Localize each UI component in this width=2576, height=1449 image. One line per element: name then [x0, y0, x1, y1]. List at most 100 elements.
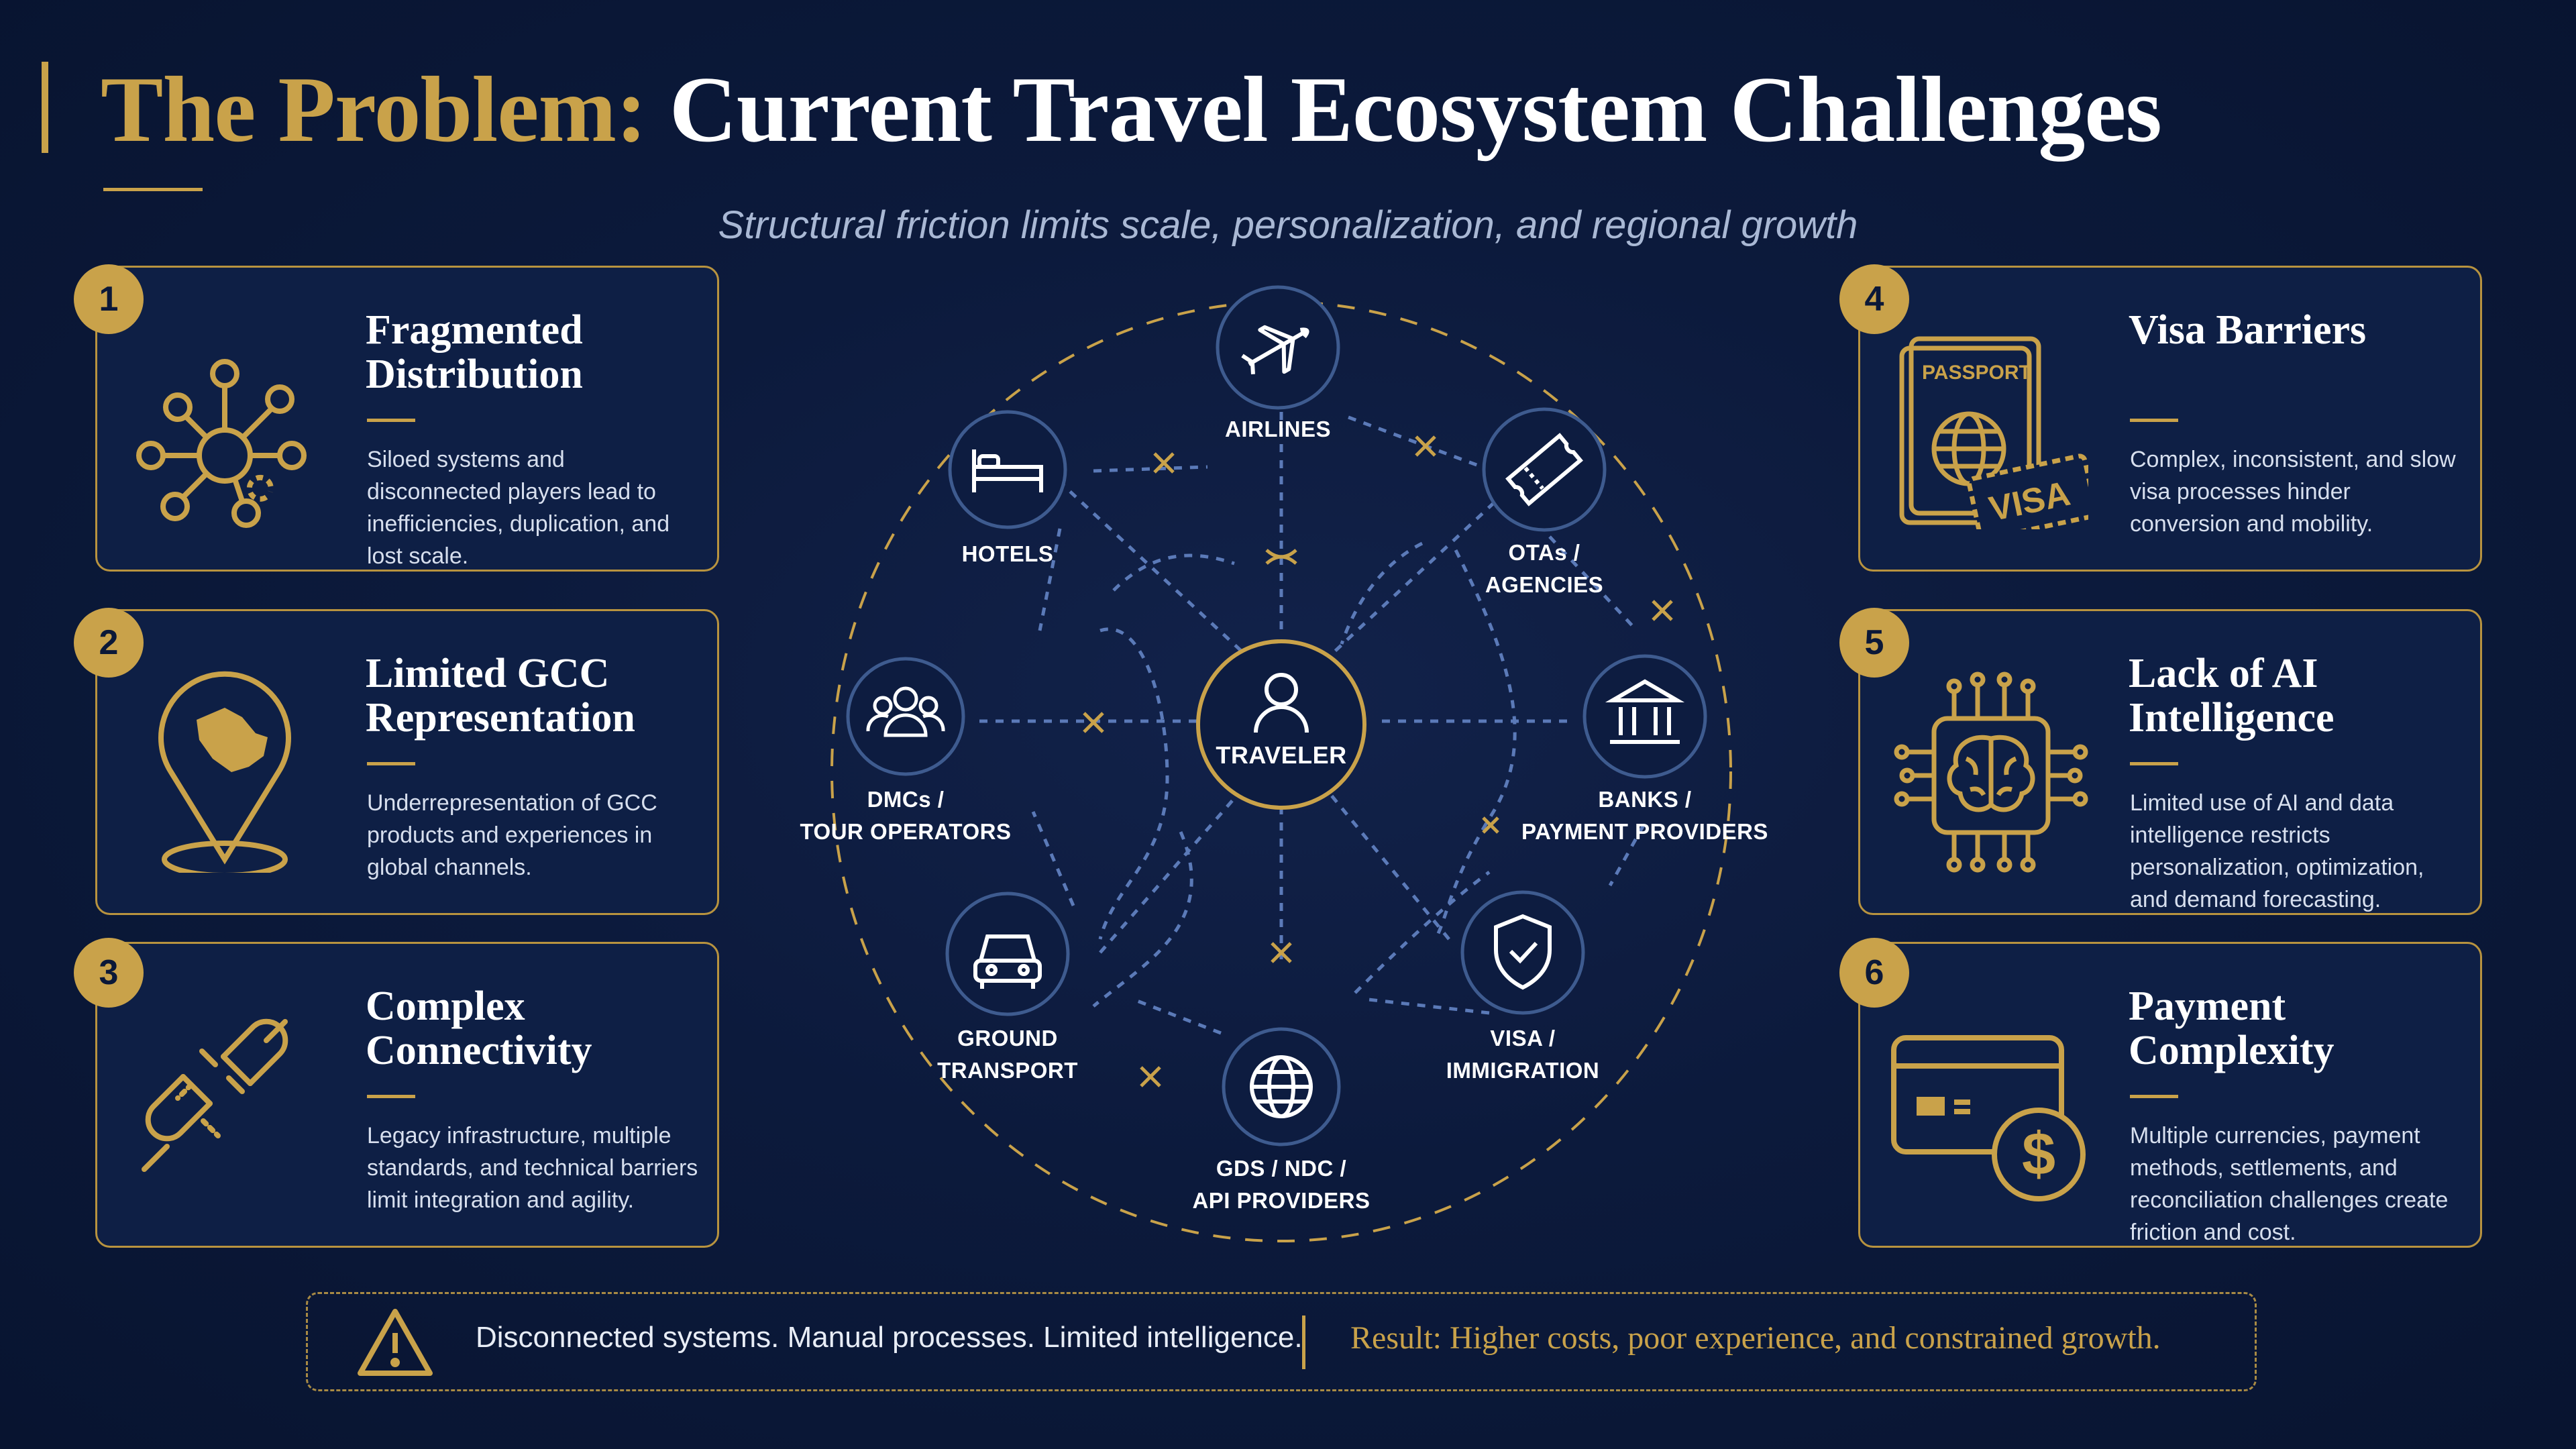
title-rule [367, 1095, 415, 1098]
globe-icon [1250, 1055, 1313, 1118]
challenge-card-1: Fragmented Distribution Siloed systems a… [95, 266, 719, 572]
node-dmcs [846, 657, 965, 776]
title-rule [2130, 1095, 2178, 1098]
connector-ground-dmcs [1031, 811, 1075, 906]
challenge-description: Siloed systems and disconnected players … [367, 447, 670, 569]
ticket-icon [1505, 433, 1583, 506]
challenge-description: Underrepresentation of GCC products and … [367, 790, 657, 880]
challenge-card-4: PASSPORT VISA Visa Barriers Complex, inc… [1858, 266, 2482, 572]
label-line: VISA / [1490, 1026, 1556, 1051]
break-mark [1265, 549, 1297, 565]
node-ground [945, 892, 1070, 1016]
shield-check-icon [1494, 914, 1552, 990]
node-label-gds: GDS / NDC /API PROVIDERS [1140, 1152, 1422, 1217]
challenge-title: Limited GCC Representation [366, 651, 635, 741]
challenge-badge-4: 4 [1839, 264, 1909, 334]
connector-visa-gds [1368, 998, 1490, 1015]
connector-mesh-upper-right [1340, 541, 1424, 645]
summary-banner: Disconnected systems. Manual processes. … [306, 1292, 2257, 1391]
summary-result-text: Result: Higher costs, poor experience, a… [1350, 1320, 2161, 1356]
node-airlines [1216, 285, 1340, 410]
connector-mesh-right [1434, 549, 1517, 941]
challenge-title: Fragmented Distribution [366, 307, 583, 397]
bank-icon [1605, 679, 1685, 744]
page-subtitle: Structural friction limits scale, person… [718, 203, 1858, 247]
challenge-badge-2: 2 [74, 608, 144, 678]
connector-mesh-left [1098, 627, 1169, 940]
group-icon [866, 686, 945, 737]
page-title-main: Current Travel Ecosystem Challenges [669, 58, 2162, 162]
node-hotels [948, 410, 1067, 529]
title-underline [103, 188, 203, 191]
title-rule [2130, 419, 2178, 422]
page-title: The Problem: Current Travel Ecosystem Ch… [101, 43, 2162, 177]
svg-text:$: $ [2022, 1121, 2055, 1188]
challenge-title: Complex Connectivity [366, 983, 592, 1073]
label-line: GROUND [957, 1026, 1058, 1051]
brain-chip-icon [1894, 672, 2088, 873]
connector-visa [1327, 790, 1450, 941]
node-label-banks: BANKS / PAYMENT PROVIDERS [1504, 784, 1786, 848]
node-label-visa: VISA / IMMIGRATION [1382, 1022, 1664, 1087]
title-rule [367, 762, 415, 765]
network-icon [136, 359, 307, 528]
challenge-description: Limited use of AI and data intelligence … [2130, 790, 2424, 912]
node-banks [1582, 654, 1707, 779]
node-label-dmcs: DMCs / TOUR OPERATORS [765, 784, 1046, 848]
label-line: HOTELS [961, 541, 1054, 566]
airplane-icon [1241, 325, 1309, 375]
ecosystem-diagram: TRAVELER AIRLINES OTAs /AGENCIES BANKS /… [778, 268, 1784, 1248]
challenge-badge-3: 3 [74, 938, 144, 1008]
break-mark [1482, 816, 1499, 834]
break-mark-group [1083, 435, 1673, 1087]
connector-ground [1099, 797, 1236, 954]
connector-hotels-airlines [1093, 465, 1208, 473]
challenge-badge-6: 6 [1839, 938, 1909, 1008]
connector-mesh-upper-left [1112, 553, 1235, 592]
passport-visa-icon: PASSPORT VISA [1899, 336, 2088, 529]
break-mark [1415, 435, 1436, 457]
connector-otas [1327, 468, 1531, 659]
node-visa [1460, 890, 1585, 1015]
node-label-hotels: HOTELS [867, 538, 1148, 570]
connector-hotels [1045, 468, 1242, 652]
challenge-badge-5: 5 [1839, 608, 1909, 678]
label-line: AGENCIES [1485, 572, 1604, 597]
challenge-title: Payment Complexity [2129, 983, 2334, 1073]
challenge-card-6: $ Payment Complexity Multiple currencies… [1858, 942, 2482, 1248]
node-otas [1482, 407, 1607, 532]
plug-icon [142, 1018, 288, 1172]
passport-icon-label: PASSPORT [1922, 362, 2031, 384]
challenge-description: Multiple currencies, payment methods, se… [2130, 1123, 2449, 1245]
connector-mesh-lower-right [1354, 871, 1491, 994]
warning-icon [358, 1309, 433, 1376]
challenge-title: Visa Barriers [2129, 307, 2367, 353]
break-mark [1652, 600, 1673, 621]
label-line: AIRLINES [1224, 417, 1331, 441]
title-rule [367, 419, 415, 422]
summary-problem-text: Disconnected systems. Manual processes. … [476, 1321, 1303, 1354]
connector-mesh-lower-left [1092, 831, 1193, 1008]
label-line: BANKS / [1598, 787, 1692, 812]
connector-otas-banks [1548, 535, 1638, 632]
challenge-title: Lack of AI Intelligence [2129, 651, 2334, 741]
label-line: IMMIGRATION [1446, 1058, 1600, 1083]
challenge-description: Legacy infrastructure, multiple standard… [367, 1123, 698, 1213]
label-line: PAYMENT PROVIDERS [1521, 819, 1768, 844]
page-title-highlight: The Problem: [101, 58, 647, 162]
label-line: DMCs / [867, 787, 945, 812]
ecosystem-diagram-svg [830, 285, 1732, 1242]
title-accent-bar [42, 62, 48, 153]
break-mark [1271, 942, 1292, 963]
car-icon [973, 934, 1042, 989]
node-gds [1222, 1027, 1341, 1146]
title-rule [2130, 762, 2178, 765]
label-line: TOUR OPERATORS [800, 819, 1012, 844]
person-icon [1254, 673, 1309, 733]
summary-divider [1302, 1316, 1305, 1369]
challenge-card-3: Complex Connectivity Legacy infrastructu… [95, 942, 719, 1248]
map-pin-icon [158, 671, 291, 873]
connector-hotels-dmcs [1038, 528, 1062, 631]
traveler-label: TRAVELER [1216, 741, 1347, 769]
